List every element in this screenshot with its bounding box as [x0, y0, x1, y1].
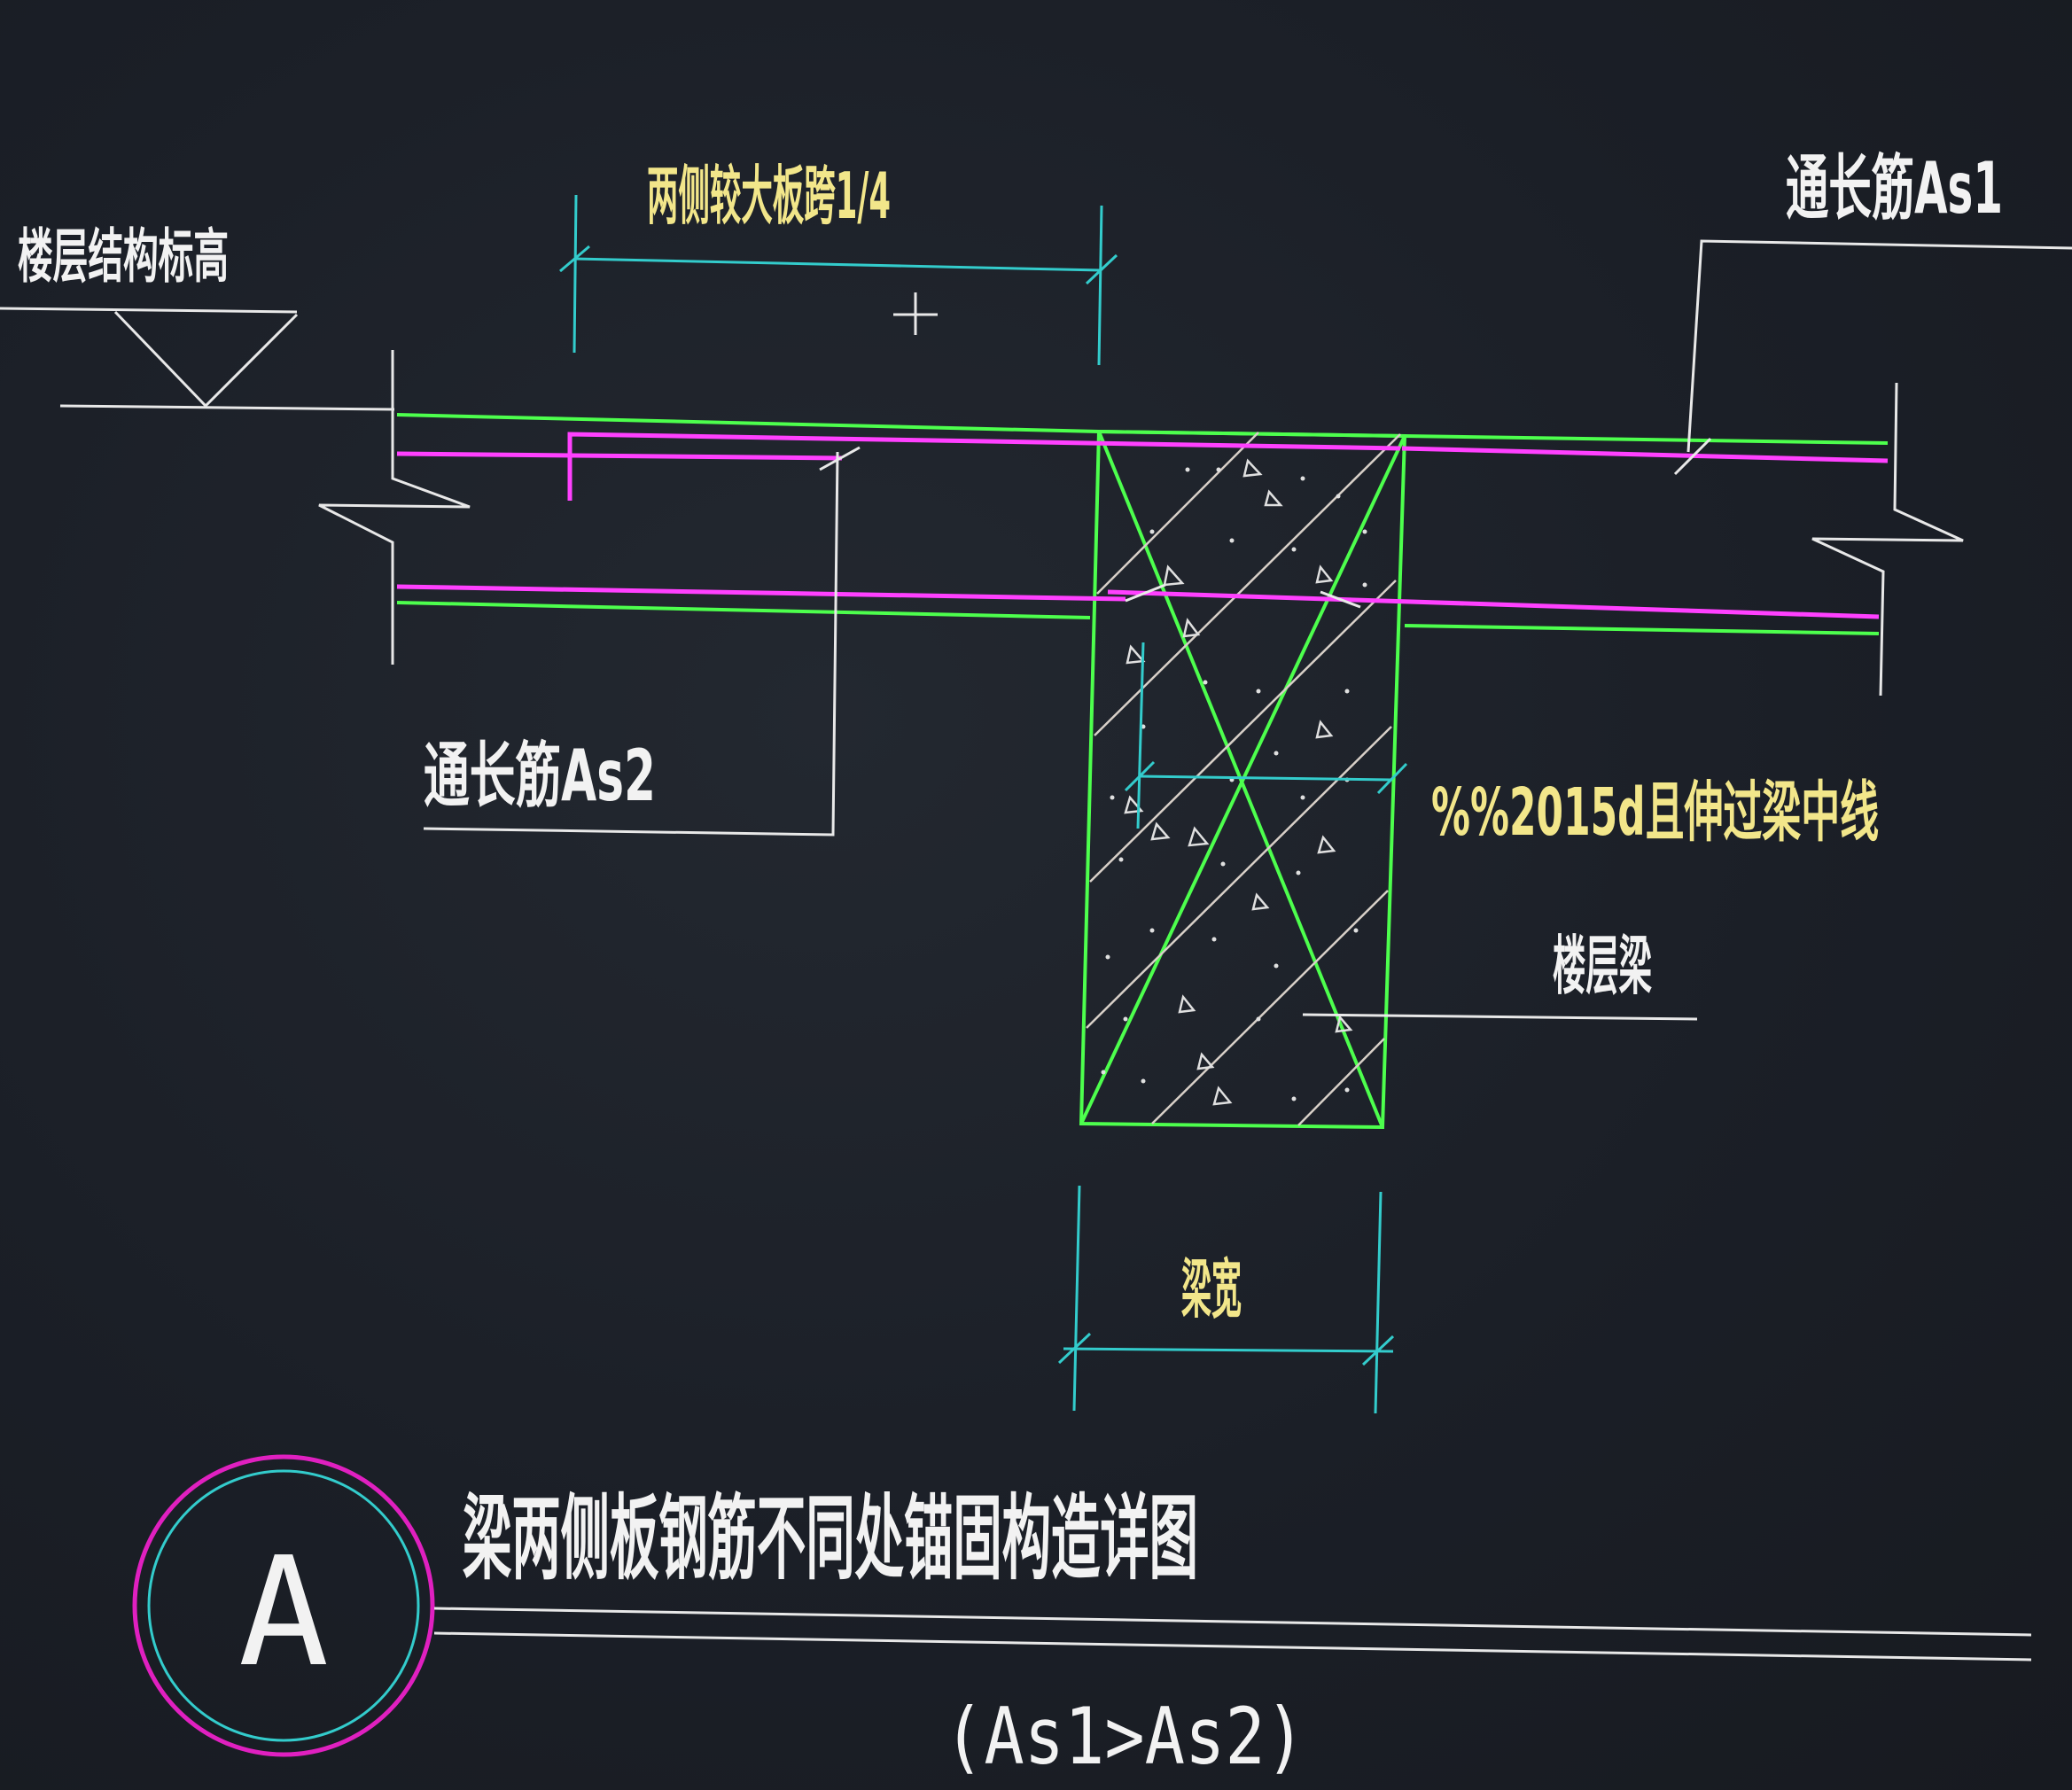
break-line-right: [1811, 382, 1964, 697]
detail-marker: [132, 1454, 435, 1757]
bottom-bar-label: 通长筋As2: [424, 735, 656, 817]
rebar-ticks: [819, 437, 1712, 609]
dimension-anchorage: [1124, 642, 1408, 829]
beam-width-label: 梁宽: [1181, 1252, 1242, 1327]
title-underline: [433, 1607, 2032, 1662]
floor-beam-label: 楼层梁: [1553, 929, 1652, 1003]
dimension-beam-width: [1057, 1185, 1395, 1414]
condition-note: (As1>As2): [944, 1691, 1305, 1782]
detail-title: 梁两侧板钢筋不同处锚固构造详图: [463, 1484, 1198, 1592]
floor-elevation-label: 楼层结构标高: [18, 222, 229, 291]
concrete-outline: [396, 413, 1889, 1130]
top-bar-label: 通长筋As1: [1786, 147, 2003, 230]
dimension-span: [559, 194, 1118, 366]
rebar-lines: [396, 432, 1889, 619]
leader-lines: [423, 239, 2072, 1021]
detail-marker-letter: A: [238, 1525, 329, 1700]
elevation-symbol: [0, 307, 395, 411]
crosshair-icon: [893, 292, 938, 335]
concrete-aggregate: [1124, 458, 1353, 1106]
span-dimension-label: 两侧较大板跨1/4: [647, 159, 891, 233]
anchorage-note-label: %%2015d且伸过梁中线: [1431, 774, 1879, 851]
break-line-left: [318, 350, 471, 665]
concrete-dots: [1101, 467, 1367, 1101]
beam-hatch: [1086, 432, 1401, 1126]
